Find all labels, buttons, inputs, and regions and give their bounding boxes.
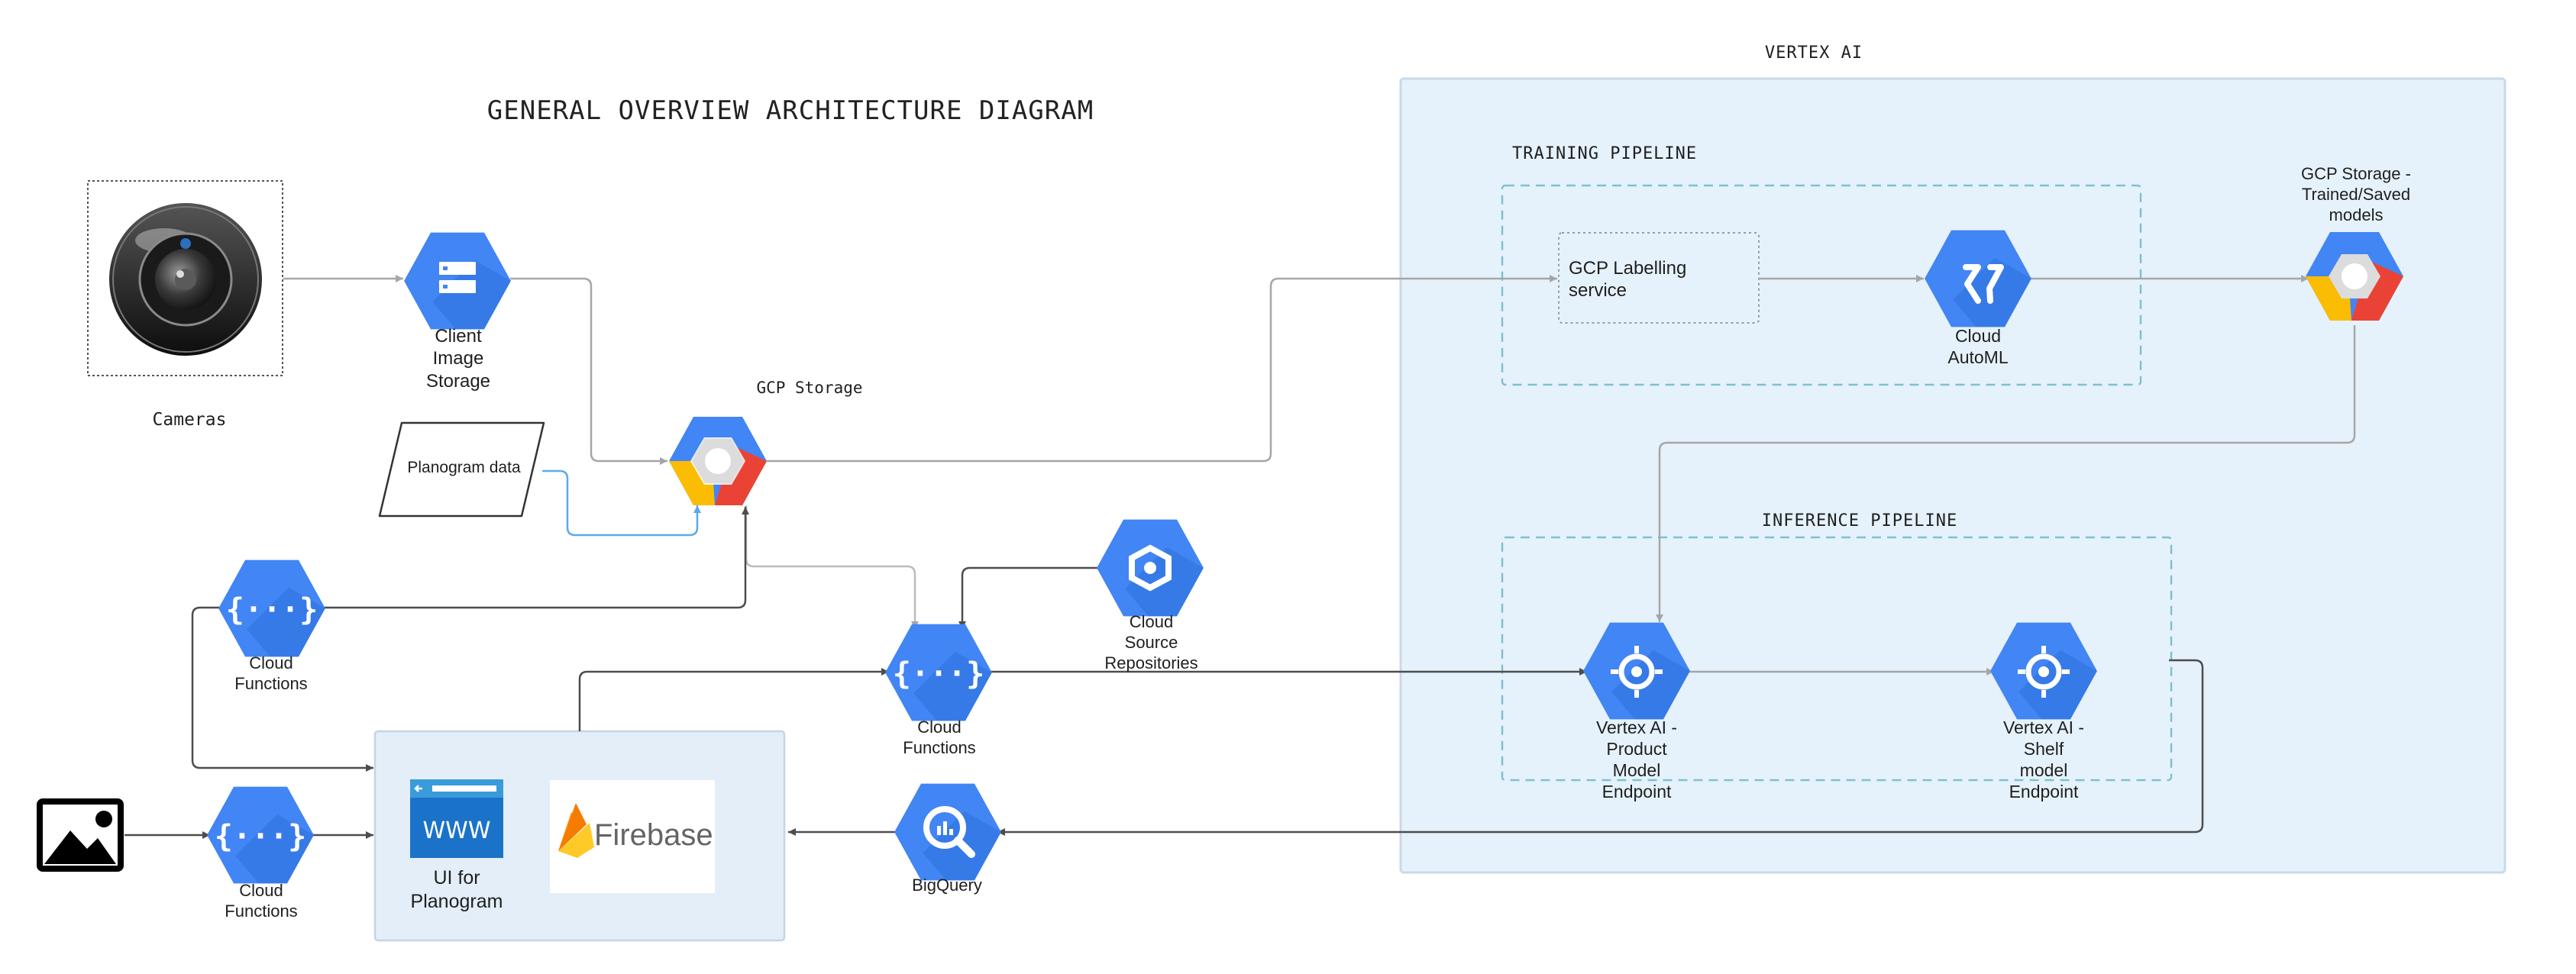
edge-cloud-functions-top-to-gcp-storage bbox=[319, 507, 749, 609]
training-pipeline-box bbox=[1501, 184, 2142, 386]
cloud-functions-icon: {···} bbox=[218, 560, 325, 657]
security-camera-icon bbox=[109, 203, 262, 356]
edge-ui-to-cloud-functions-mid bbox=[578, 668, 889, 731]
inference-pipeline-label: INFERENCE PIPELINE bbox=[1761, 511, 1958, 531]
planogram-data-label: Planogram data bbox=[407, 459, 521, 476]
ui-planogram-label: UI for Planogram bbox=[410, 867, 503, 912]
svg-text:{···}: {···} bbox=[226, 592, 318, 627]
www-icon: WWW bbox=[410, 779, 503, 858]
gcp-storage-models-label: GCP Storage - Trained/Saved models bbox=[2301, 164, 2411, 224]
cloud-functions-bottom-label: Cloud Functions bbox=[225, 881, 298, 921]
cloud-functions-mid-label: Cloud Functions bbox=[903, 718, 976, 757]
vertex-shelf-endpoint-label: Vertex AI - Shelf model Endpoint bbox=[2002, 718, 2085, 802]
source-repositories-icon bbox=[1097, 519, 1204, 617]
svg-text:{···}: {···} bbox=[893, 656, 984, 692]
cameras-label: Cameras bbox=[152, 410, 227, 430]
camera-frame bbox=[87, 180, 283, 376]
firebase-icon bbox=[558, 803, 594, 858]
gcp-labelling-label: GCP Labelling service bbox=[1569, 258, 1687, 302]
svg-text:{···}: {···} bbox=[215, 819, 306, 854]
edge-planogram-to-gcp-storage bbox=[542, 469, 701, 537]
image-icon bbox=[37, 798, 124, 872]
gcp-logo-icon bbox=[669, 417, 767, 505]
cloud-functions-icon: {···} bbox=[885, 624, 992, 721]
edge-client-storage-to-gcp-storage bbox=[510, 277, 667, 465]
vertex-ai-group-label: VERTEX AI bbox=[1764, 44, 1863, 63]
cloud-functions-top-label: Cloud Functions bbox=[234, 653, 308, 693]
gcp-storage-label: GCP Storage bbox=[756, 379, 863, 397]
inference-pipeline-box bbox=[1501, 536, 2173, 782]
edge-source-repos-to-cloud-functions-mid bbox=[958, 566, 1102, 629]
training-pipeline-label: TRAINING PIPELINE bbox=[1512, 144, 1698, 163]
gcp-logo-icon-models bbox=[2306, 232, 2403, 321]
automl-icon bbox=[1925, 230, 2031, 327]
edge-gcp-storage-to-labelling bbox=[767, 275, 1557, 463]
vertex-endpoint-icon bbox=[1990, 622, 2097, 720]
bigquery-icon bbox=[894, 783, 1001, 881]
vertex-product-endpoint-label: Vertex AI - Product Model Endpoint bbox=[1595, 718, 1678, 802]
edge-cloud-functions-top-to-ui bbox=[191, 606, 373, 772]
edge-shelf-endpoint-to-bigquery bbox=[997, 659, 2204, 836]
client-image-storage-label: Client Image Storage bbox=[425, 326, 491, 392]
vertex-endpoint-icon bbox=[1583, 622, 1690, 720]
storage-icon bbox=[404, 232, 511, 330]
diagram-title: GENERAL OVERVIEW ARCHITECTURE DIAGRAM bbox=[486, 95, 1094, 126]
cloud-automl-label: Cloud AutoML bbox=[1947, 326, 2009, 368]
bigquery-label: BigQuery bbox=[912, 876, 982, 895]
edges bbox=[124, 275, 2356, 839]
planogram-data-shape bbox=[378, 421, 545, 518]
edge-gcp-storage-to-cloud-functions-mid bbox=[745, 505, 919, 629]
www-icon-text: WWW bbox=[423, 818, 491, 844]
firebase-label: Firebase bbox=[594, 818, 713, 852]
cloud-functions-icon: {···} bbox=[207, 786, 314, 884]
cloud-source-repositories-label: Cloud Source Repositories bbox=[1104, 612, 1198, 672]
edge-model-storage-to-product-endpoint bbox=[1656, 325, 2356, 622]
